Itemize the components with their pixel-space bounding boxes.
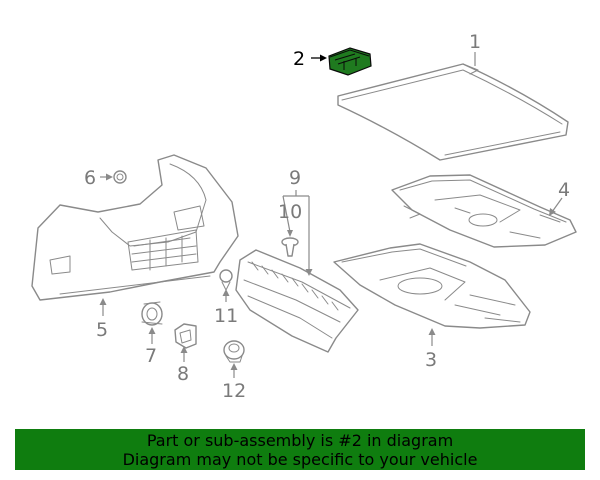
callout-10-leader (282, 195, 293, 237)
callout-9-leader (283, 190, 313, 276)
part-4-floor-tray[interactable] (391, 174, 577, 248)
callout-3: 3 (425, 349, 437, 371)
callout-5: 5 (96, 319, 108, 341)
exploded-parts-diagram: 1 2 4 (31, 31, 577, 402)
part-1-cargo-cover[interactable] (337, 63, 569, 161)
part-2-highlighted-component[interactable] (328, 47, 372, 76)
callout-1: 1 (469, 31, 481, 53)
part-5-side-trim-panel[interactable] (31, 154, 239, 301)
callout-2-leader (311, 54, 327, 62)
callout-7-leader (148, 327, 156, 344)
callout-6-leader (100, 173, 113, 181)
callout-2: 2 (293, 48, 305, 70)
callout-11-leader (222, 289, 230, 302)
callout-8-leader (180, 346, 188, 362)
callout-3-leader (428, 328, 436, 346)
part-9-scuff-plate[interactable] (235, 249, 359, 353)
part-7-cap[interactable] (141, 301, 163, 326)
part-8-bracket[interactable] (174, 323, 197, 349)
part-11-fastener[interactable] (219, 269, 233, 291)
callout-4-leader (549, 197, 563, 216)
callout-5-leader (99, 298, 107, 316)
info-banner: Part or sub-assembly is #2 in diagram Di… (15, 429, 585, 470)
callout-9: 9 (289, 167, 301, 189)
part-3-lower-floor[interactable] (333, 243, 531, 329)
callout-12: 12 (222, 380, 246, 402)
banner-line-2: Diagram may not be specific to your vehi… (122, 450, 478, 469)
callout-11: 11 (214, 305, 238, 327)
part-6-clip[interactable] (113, 170, 127, 184)
callout-8: 8 (177, 363, 189, 385)
callout-4: 4 (558, 179, 570, 201)
banner-line-1: Part or sub-assembly is #2 in diagram (146, 431, 454, 450)
callout-10: 10 (278, 201, 302, 223)
part-12-grommet[interactable] (223, 340, 245, 363)
callout-7: 7 (145, 345, 157, 367)
callout-12-leader (230, 363, 238, 378)
callout-6: 6 (84, 167, 96, 189)
part-10-push-clip[interactable] (281, 237, 299, 257)
